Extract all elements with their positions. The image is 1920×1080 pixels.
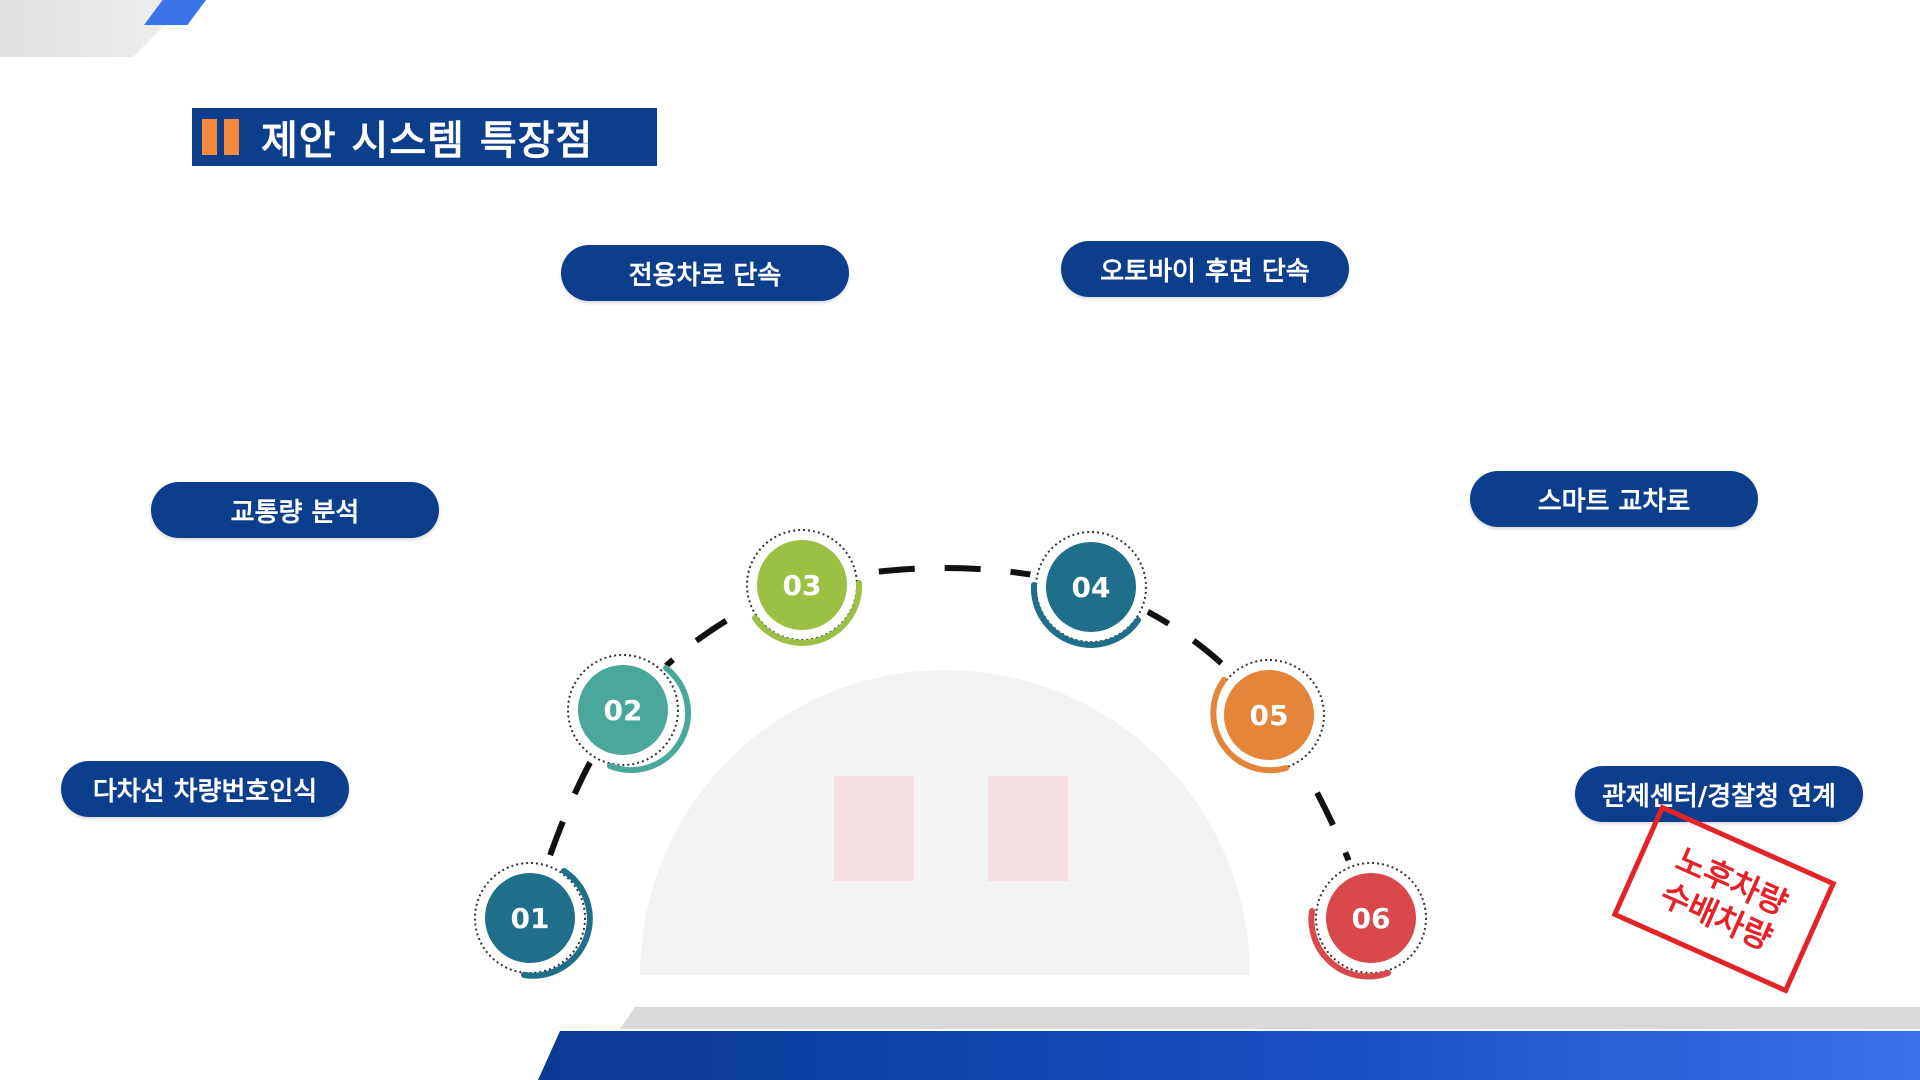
feature-traffic-analysis: 교통량 분석 <box>151 482 439 538</box>
step-node-04: 04 <box>1029 525 1153 649</box>
feature-dedicated-lane: 전용차로 단속 <box>561 245 849 301</box>
dome-block-right <box>988 776 1068 881</box>
step-number-label: 06 <box>1352 902 1391 935</box>
page-title: 제안 시스템 특장점 <box>261 118 594 164</box>
step-number-label: 02 <box>604 694 643 727</box>
step-accent-arc <box>607 665 692 773</box>
step-number-label: 05 <box>1250 699 1289 732</box>
dome-block-left <box>834 776 914 881</box>
feature-motorcycle-rear: 오토바이 후면 단속 <box>1061 241 1349 297</box>
step-disc <box>1046 542 1136 632</box>
step-node-05: 05 <box>1207 653 1331 777</box>
step-accent-arc <box>1210 677 1289 774</box>
bottom-gray-band <box>620 1007 1920 1029</box>
title-bar: 제안 시스템 특장점 <box>192 108 657 166</box>
feature-control-center: 관제센터/경찰청 연계 <box>1575 766 1863 822</box>
step-dotted-ring <box>567 654 679 766</box>
steps-layer: 01 02 03 04 05 06 <box>468 523 1433 980</box>
step-accent-arc <box>1308 908 1391 980</box>
step-accent-arc <box>521 868 593 979</box>
step-disc <box>1326 873 1416 963</box>
step-disc <box>485 873 575 963</box>
step-number-label: 01 <box>511 902 550 935</box>
step-accent-arc <box>752 580 863 646</box>
step-node-02: 02 <box>561 648 692 773</box>
step-node-03: 03 <box>740 523 864 647</box>
step-node-01: 01 <box>468 856 593 980</box>
step-disc <box>757 540 847 630</box>
step-dotted-ring <box>1315 862 1427 974</box>
step-node-06: 06 <box>1308 856 1433 980</box>
step-disc <box>1224 670 1314 760</box>
step-disc <box>578 665 668 755</box>
feature-multilane-lpr: 다차선 차량번호인식 <box>61 761 349 817</box>
step-number-label: 03 <box>783 569 822 602</box>
title-mark-icon <box>202 119 217 155</box>
step-accent-arc <box>1030 582 1141 648</box>
bottom-blue-band <box>538 1031 1920 1080</box>
title-mark-icon <box>224 119 239 155</box>
feature-smart-intersection: 스마트 교차로 <box>1470 471 1758 527</box>
center-dome <box>640 670 1250 975</box>
step-number-label: 04 <box>1072 571 1111 604</box>
